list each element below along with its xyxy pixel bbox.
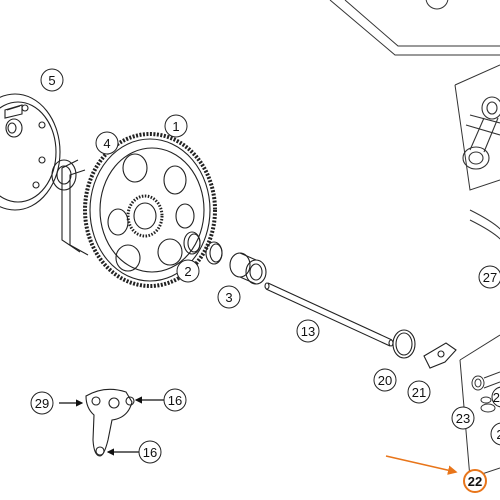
callout-partial-right-b: 2: [490, 422, 500, 446]
svg-text:4: 4: [103, 136, 110, 151]
callout-21: 21: [407, 380, 431, 404]
callout-22: 22: [463, 469, 487, 493]
housing-top-right: [329, 0, 500, 56]
part-4-washer: [51, 159, 77, 191]
callout-3: 3: [217, 285, 241, 309]
leader-lines: [59, 396, 164, 456]
lower-right-assembly-box: [459, 334, 500, 479]
callout-13: 13: [296, 319, 320, 343]
part-13-shaft: [264, 282, 394, 347]
svg-text:27: 27: [483, 270, 497, 285]
svg-text:29: 29: [35, 396, 49, 411]
conrod-assembly-box: [454, 64, 500, 191]
svg-text:16: 16: [168, 393, 182, 408]
callout-2: 2: [176, 259, 200, 283]
arrow-pointer-icon: [385, 455, 458, 475]
callout-27: 27: [478, 265, 500, 289]
svg-text:2: 2: [184, 264, 191, 279]
callout-5: 5: [40, 68, 64, 92]
svg-text:21: 21: [412, 385, 426, 400]
callout-29: 29: [30, 391, 54, 415]
callout-4: 4: [95, 131, 119, 155]
part-lever-assembly: [85, 388, 135, 457]
svg-text:13: 13: [301, 324, 315, 339]
svg-text:2: 2: [496, 427, 500, 442]
svg-text:5: 5: [48, 73, 55, 88]
part-2-rings: [183, 231, 223, 265]
svg-text:3: 3: [225, 290, 232, 305]
callout-16-upper: 16: [163, 388, 187, 412]
svg-text:16: 16: [143, 445, 157, 460]
callout-23: 23: [451, 406, 475, 430]
callout-16-lower: 16: [138, 440, 162, 464]
callout-partial-top: [425, 0, 449, 10]
svg-text:22: 22: [468, 474, 482, 489]
callout-20: 20: [373, 368, 397, 392]
callout-partial-right-a: 25: [491, 386, 500, 408]
part-20-oring: [392, 329, 416, 359]
part-1-gear: [61, 132, 217, 288]
svg-text:20: 20: [378, 373, 392, 388]
part-21-bracket: [423, 342, 457, 369]
part-3-bushing: [229, 252, 267, 285]
part-5-rotor: [0, 93, 61, 211]
svg-text:25: 25: [493, 390, 500, 405]
callout-1: 1: [164, 114, 188, 138]
pipe-right: [469, 209, 500, 240]
svg-text:23: 23: [456, 411, 470, 426]
svg-text:1: 1: [172, 119, 179, 134]
